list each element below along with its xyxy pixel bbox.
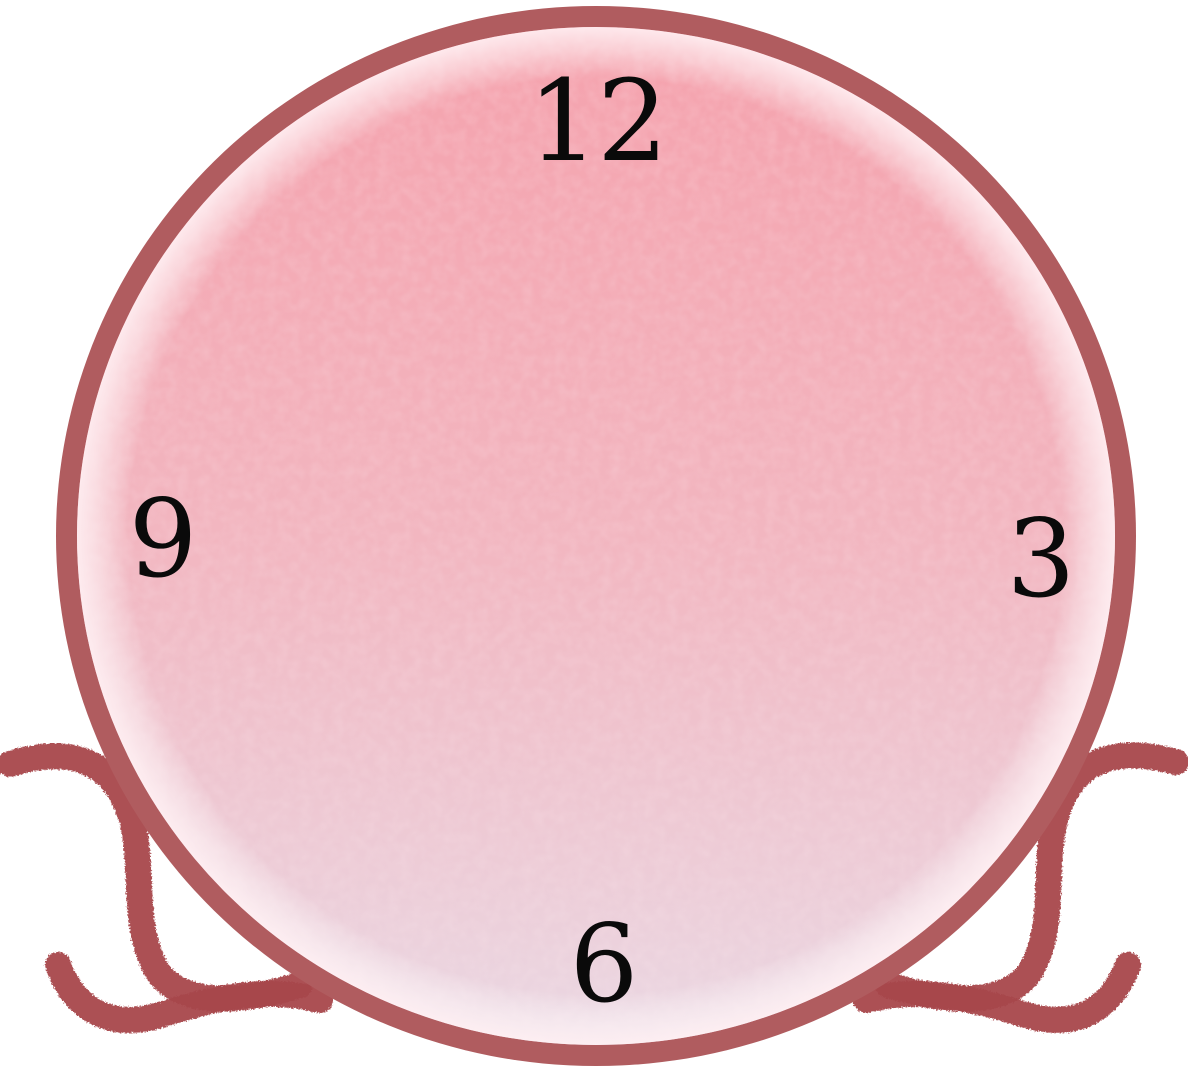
numeral-six: 6 [569,902,639,1027]
clock-face-glow [77,27,1115,1045]
right-leg [853,742,1188,1033]
left-leg [0,743,333,1033]
numeral-nine: 9 [128,477,198,602]
numeral-twelve: 12 [527,57,669,187]
numeral-three: 3 [1006,497,1076,622]
